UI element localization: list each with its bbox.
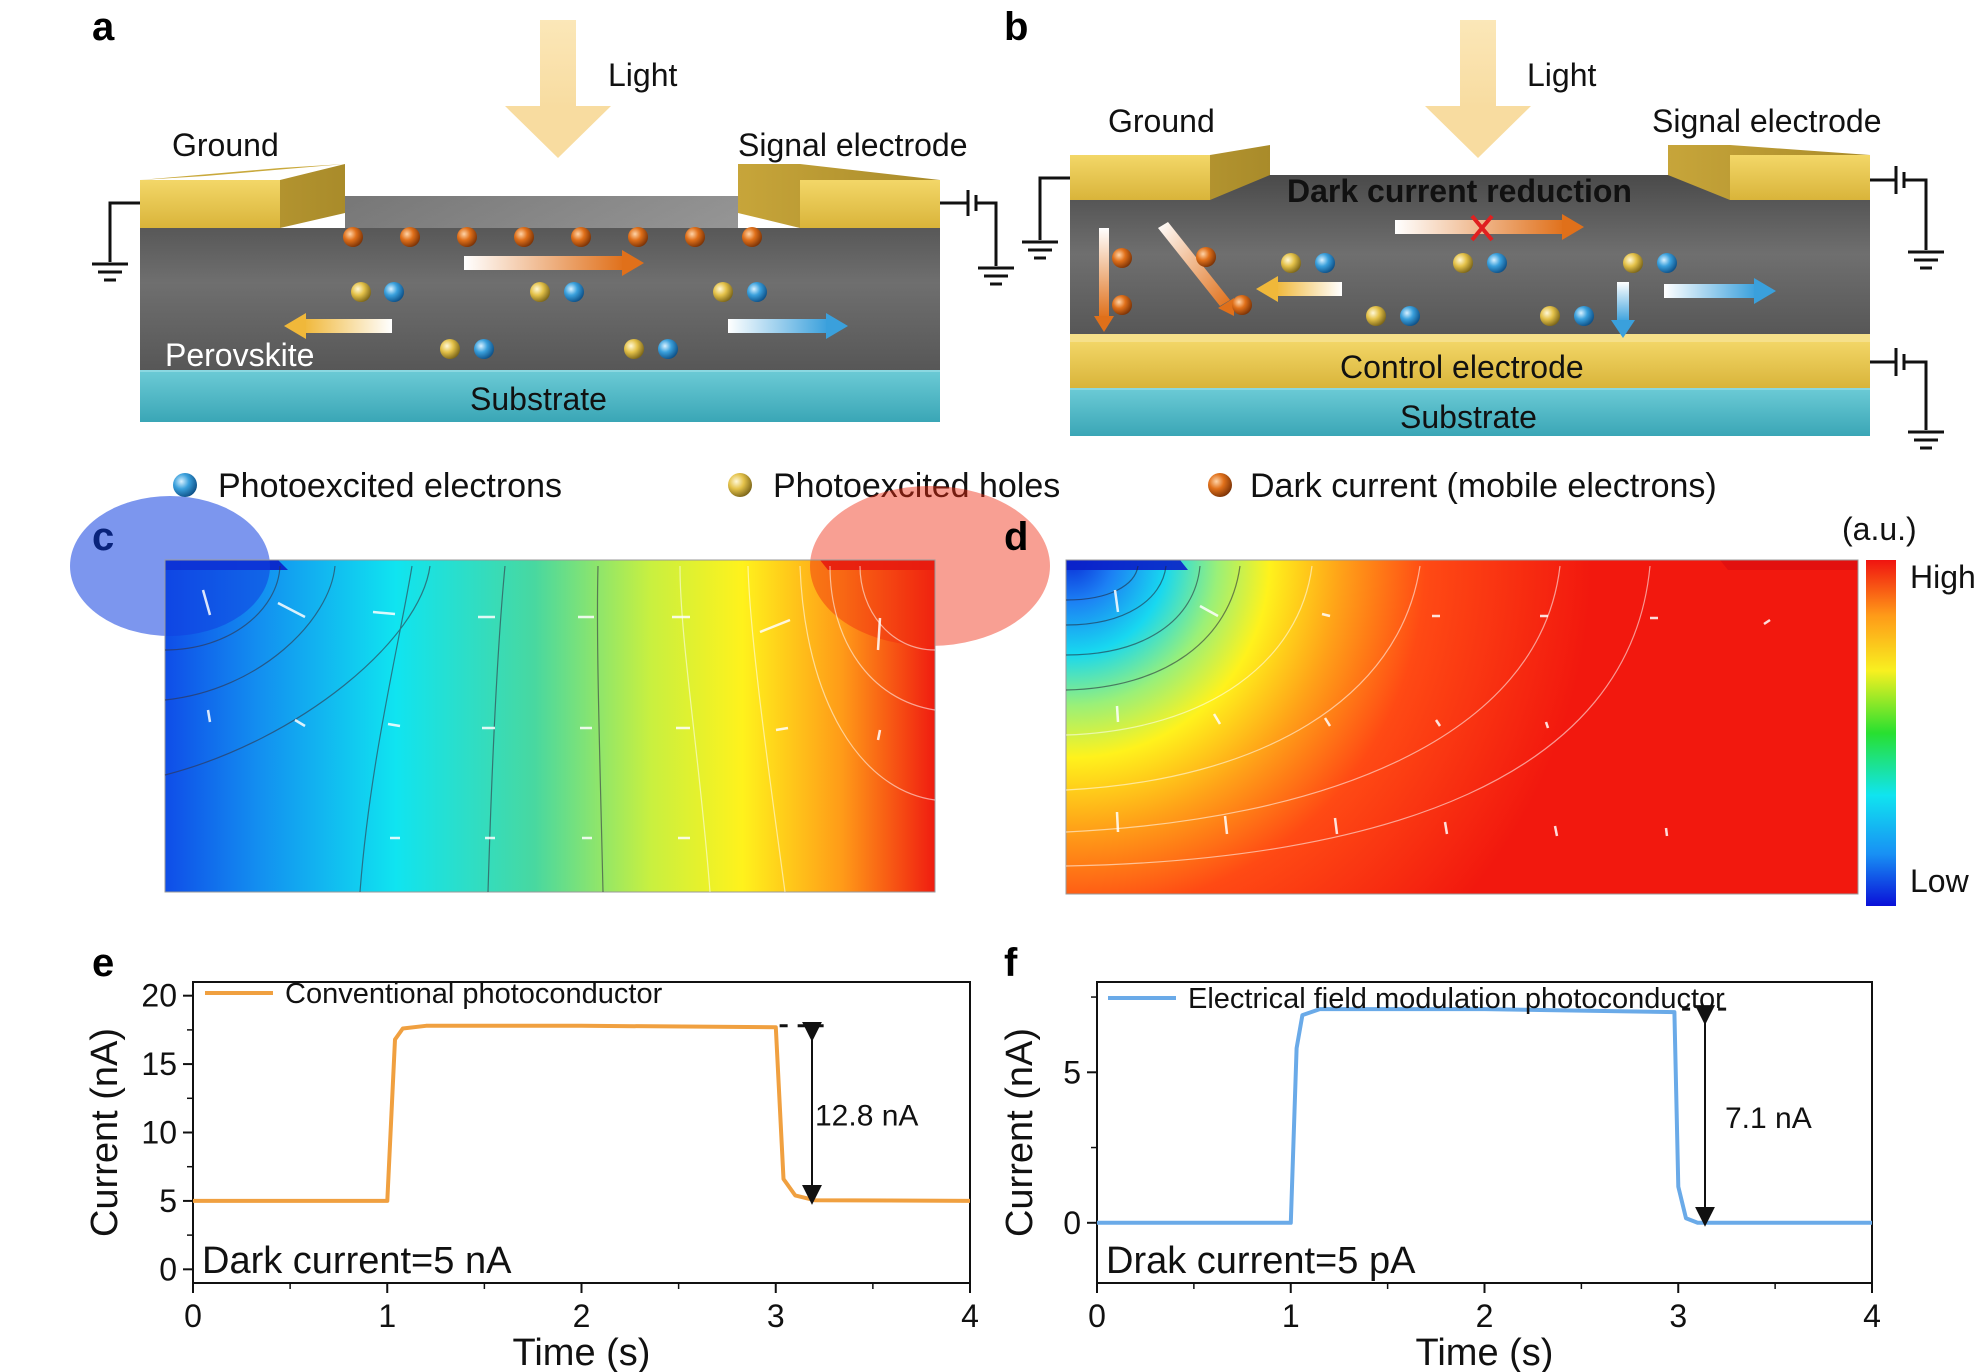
legend-hole-marker <box>728 473 752 497</box>
x-tick-label: 0 <box>184 1298 202 1334</box>
colorbar-unit: (a.u.) <box>1842 511 1917 547</box>
light-arrow-a <box>505 20 611 158</box>
series-line <box>1097 1007 1872 1225</box>
blocked-arrow-b <box>1395 214 1584 242</box>
panel-label-b: b <box>1004 5 1028 49</box>
panel-label-a: a <box>92 5 115 49</box>
dark-current-note: Dark current=5 nA <box>202 1240 512 1282</box>
ground-label-a: Ground <box>172 127 279 163</box>
colorbar: (a.u.) High Low <box>1842 511 1976 906</box>
annotation-label: 12.8 nA <box>815 1099 918 1132</box>
y-tick-label: 5 <box>1063 1054 1081 1090</box>
dark-electrons-a <box>343 227 762 247</box>
bias-source-a <box>940 190 1014 286</box>
bias-source-b-control <box>1870 348 1944 450</box>
legend-label: Electrical field modulation photoconduct… <box>1188 983 1725 1015</box>
substrate-label-a: Substrate <box>470 381 607 417</box>
legend-dark-label: Dark current (mobile electrons) <box>1250 467 1717 505</box>
carrier-arrows-b <box>1256 276 1776 338</box>
ground-electrode-a <box>140 164 345 228</box>
light-label-b: Light <box>1527 57 1597 93</box>
x-tick-label: 4 <box>961 1298 979 1334</box>
y-tick-label: 0 <box>1063 1205 1081 1241</box>
potential-map-d <box>1065 559 1859 895</box>
legend-label: Conventional photoconductor <box>285 978 663 1010</box>
x-axis-label: Time (s) <box>513 1332 651 1372</box>
panel-label-f: f <box>1004 941 1018 985</box>
ground-label-b: Ground <box>1108 103 1215 139</box>
colorbar-high-label: High <box>1910 559 1976 595</box>
legend-electron-marker <box>173 473 197 497</box>
signal-electrode-a <box>738 164 940 228</box>
current-arrows-a <box>284 250 848 339</box>
ground-symbol-a <box>92 201 140 282</box>
x-tick-label: 1 <box>1282 1298 1300 1334</box>
x-tick-label: 2 <box>573 1298 591 1334</box>
control-electrode-label-b: Control electrode <box>1340 349 1584 385</box>
light-arrow-b <box>1425 20 1531 158</box>
dark-current-reduction-label: Dark current reduction <box>1287 173 1632 209</box>
bias-source-b-signal <box>1870 166 1944 270</box>
y-axis-label: Current (nA) <box>84 1028 126 1237</box>
y-tick-label: 20 <box>141 978 177 1014</box>
y-tick-label: 15 <box>141 1046 177 1082</box>
colorbar-low-label: Low <box>1910 863 1970 899</box>
substrate-label-b: Substrate <box>1400 399 1537 435</box>
x-tick-label: 4 <box>1863 1298 1881 1334</box>
signal-label-a: Signal electrode <box>738 127 967 163</box>
perovskite-label-a: Perovskite <box>165 337 314 373</box>
electron-hole-pairs-a <box>351 282 767 359</box>
y-axis-label: Current (nA) <box>999 1028 1041 1237</box>
electron-hole-pairs-b <box>1281 253 1677 326</box>
ground-symbol-b <box>1022 176 1070 260</box>
light-label-a: Light <box>608 57 678 93</box>
y-tick-label: 10 <box>141 1115 177 1151</box>
ground-electrode-b <box>1070 145 1270 200</box>
dark-current-note: Drak current=5 pA <box>1106 1240 1416 1282</box>
signal-label-b: Signal electrode <box>1652 103 1881 139</box>
potential-map-c <box>70 486 1050 893</box>
y-tick-label: 0 <box>159 1251 177 1287</box>
legend-electrons-label: Photoexcited electrons <box>218 467 562 505</box>
signal-electrode-b <box>1668 145 1870 200</box>
dark-electrons-b <box>1112 247 1252 315</box>
x-tick-label: 1 <box>378 1298 396 1334</box>
x-tick-label: 3 <box>1669 1298 1687 1334</box>
control-electrode-b <box>1070 334 1870 388</box>
x-tick-label: 3 <box>767 1298 785 1334</box>
y-tick-label: 5 <box>159 1183 177 1219</box>
panel-label-d: d <box>1004 515 1028 559</box>
panel-label-e: e <box>92 941 114 985</box>
x-tick-label: 2 <box>1476 1298 1494 1334</box>
annotation-label: 7.1 nA <box>1725 1102 1812 1135</box>
x-tick-label: 0 <box>1088 1298 1106 1334</box>
series-line <box>193 1023 971 1203</box>
legend-holes-label: Photoexcited holes <box>773 467 1060 505</box>
trapped-electron-arrows-b <box>1094 222 1234 332</box>
legend: Photoexcited electrons Photoexcited hole… <box>173 467 1717 505</box>
legend-dark-marker <box>1208 473 1232 497</box>
x-axis-label: Time (s) <box>1416 1332 1554 1372</box>
colorbar-gradient <box>1866 560 1896 906</box>
